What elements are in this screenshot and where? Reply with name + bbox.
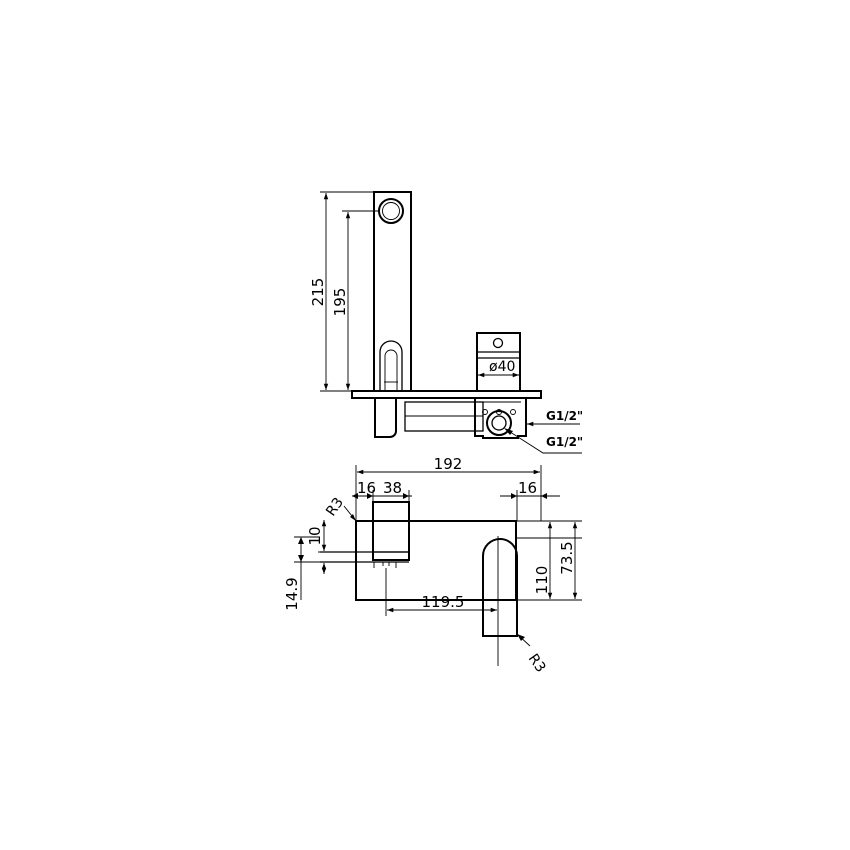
valve-inlet-circle	[486, 410, 512, 436]
dim-handle-height: 73.5	[558, 541, 576, 574]
dim-width-total: 192	[434, 455, 463, 473]
connecting-pipe	[404, 401, 484, 432]
dim-thread-bottom: G1/2"	[546, 435, 583, 449]
wall-plate	[351, 390, 542, 399]
side-handle-lever	[482, 538, 518, 637]
dim-offset-left-a: 16	[357, 479, 376, 497]
dim-height-outlet: 195	[331, 288, 349, 317]
dim-thread-top: G1/2"	[546, 409, 583, 423]
dim-height-total: 215	[309, 278, 327, 307]
dim-radius-top: R3	[323, 495, 347, 519]
dim-spout-reach: 119.5	[422, 593, 465, 611]
side-spout	[372, 501, 410, 561]
dim-offset-left-b: 38	[383, 479, 402, 497]
dim-plate-height: 110	[533, 566, 551, 595]
dim-offset-right: 16	[518, 479, 537, 497]
spout-body-lower	[374, 398, 397, 438]
handle-cylinder	[476, 332, 521, 392]
front-view: 215 195 ø40 G1/2" G1/2"	[309, 191, 583, 454]
dim-spout-offset: 14.9	[283, 577, 301, 610]
spout-aerator-slot	[379, 340, 403, 390]
side-view: 192 16 38 16 R3 10 14.9 11	[283, 455, 582, 676]
dim-diameter-handle: ø40	[489, 359, 515, 375]
dim-radius-bottom: R3	[525, 651, 549, 675]
valve-body	[474, 398, 527, 439]
dim-spout-thickness: 10	[306, 526, 324, 545]
